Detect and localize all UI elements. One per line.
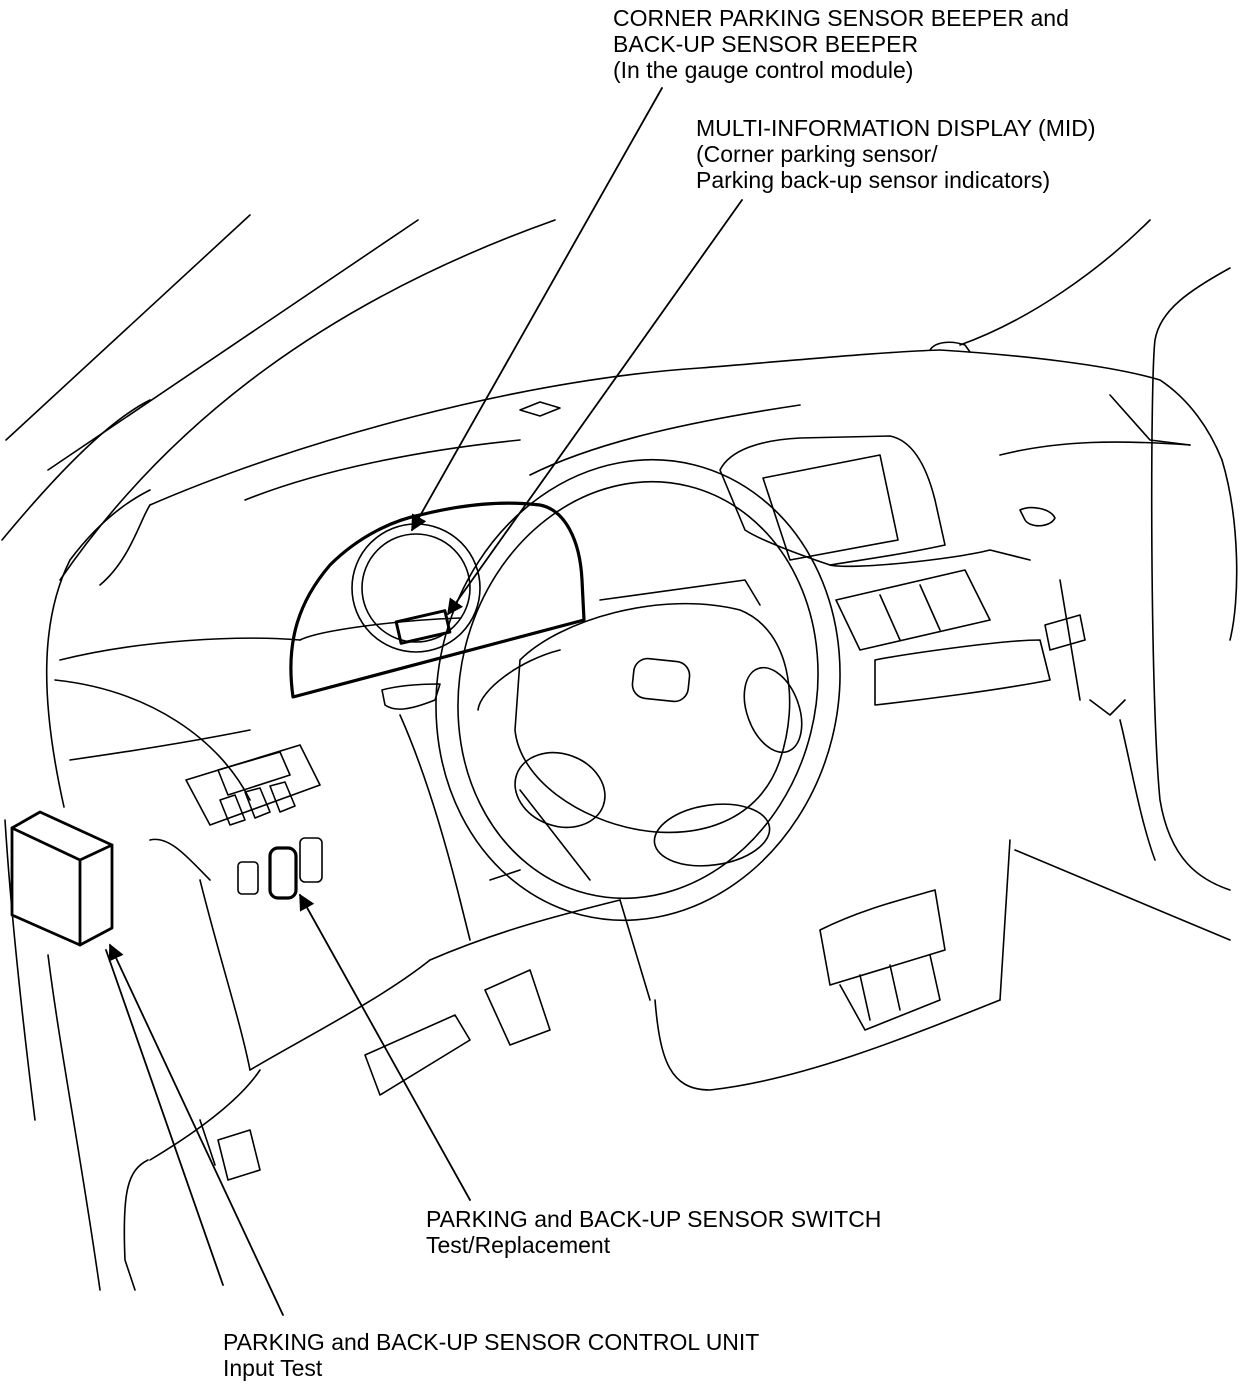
center-console <box>719 435 1191 716</box>
mid-label-line1: MULTI-INFORMATION DISPLAY (MID) <box>696 115 1096 141</box>
mid-label-line2: (Corner parking sensor/ <box>696 141 938 167</box>
beeper-label-line3: (In the gauge control module) <box>613 57 914 83</box>
dashboard-top <box>99 219 1223 586</box>
switch-callout-label: PARKING and BACK-UP SENSOR SWITCH Test/R… <box>426 1206 881 1258</box>
beeper-label-line1: CORNER PARKING SENSOR BEEPER and <box>613 5 1069 31</box>
steering-column <box>381 683 521 941</box>
left-switch-panel <box>149 744 323 895</box>
pedals <box>217 969 551 1181</box>
switch-label-line1: PARKING and BACK-UP SENSOR SWITCH <box>426 1206 882 1232</box>
left-door-panel <box>4 489 151 1291</box>
right-door-panel <box>1014 267 1238 941</box>
control-unit-label-line2: Input Test <box>223 1355 323 1381</box>
mid-callout-label: MULTI-INFORMATION DISPLAY (MID) (Corner … <box>696 115 1096 193</box>
control-unit-label-line1: PARKING and BACK-UP SENSOR CONTROL UNIT <box>223 1329 760 1355</box>
steering-wheel <box>435 458 841 922</box>
dashboard-lower-body <box>54 637 651 1166</box>
windshield-pillar <box>1 214 556 581</box>
gauge-control-module <box>289 501 586 699</box>
control-unit-box <box>10 810 114 947</box>
control-unit-callout-label: PARKING and BACK-UP SENSOR CONTROL UNIT … <box>223 1329 759 1381</box>
sensor-switch-highlight <box>268 846 298 900</box>
beeper-label-line2: BACK-UP SENSOR BEEPER <box>613 31 919 57</box>
switch-label-line2: Test/Replacement <box>426 1232 611 1258</box>
leader-lines <box>105 87 743 1316</box>
mid-label-line3: Parking back-up sensor indicators) <box>696 167 1051 193</box>
lower-console <box>654 839 1011 1091</box>
beeper-callout-label: CORNER PARKING SENSOR BEEPER and BACK-UP… <box>613 5 1069 83</box>
